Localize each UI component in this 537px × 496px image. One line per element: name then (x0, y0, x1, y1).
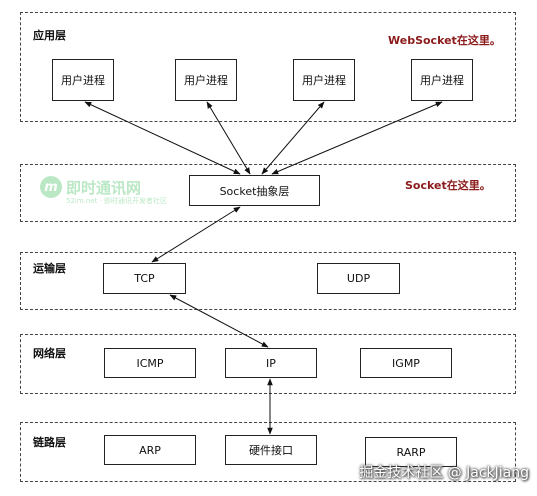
ip-box: IP (225, 348, 317, 378)
socket-abstraction-box: Socket抽象层 (189, 175, 320, 206)
application-layer-label: 应用层 (33, 29, 66, 42)
user-process-box-1: 用户进程 (52, 59, 114, 101)
transport-layer-label: 运输层 (33, 262, 66, 275)
logo-text: 即时通讯网 (66, 179, 142, 197)
user-process-box-4: 用户进程 (411, 59, 473, 101)
transport-layer (20, 252, 516, 310)
udp-box: UDP (317, 263, 400, 294)
network-layer-label: 网络层 (33, 347, 66, 360)
logo-subtext: 52im.net · 即时通讯开发者社区 (66, 197, 168, 205)
im-logo: m 即时通讯网 52im.net · 即时通讯开发者社区 (40, 172, 190, 212)
user-process-box-3: 用户进程 (293, 59, 355, 101)
socket-note: Socket在这里。 (405, 179, 491, 192)
rarp-box: RARP (365, 437, 457, 467)
link-layer-label: 链路层 (33, 436, 66, 449)
arp-box: ARP (104, 435, 196, 465)
icmp-box: ICMP (104, 348, 196, 378)
hardware-interface-box: 硬件接口 (225, 435, 317, 465)
tcp-box: TCP (103, 263, 186, 294)
user-process-box-2: 用户进程 (175, 59, 237, 101)
watermark: 掘金技术社区 @ JackJiang (359, 465, 529, 481)
websocket-note: WebSocket在这里。 (388, 34, 501, 47)
im-logo-icon: m (40, 176, 62, 198)
igmp-box: IGMP (360, 348, 452, 378)
